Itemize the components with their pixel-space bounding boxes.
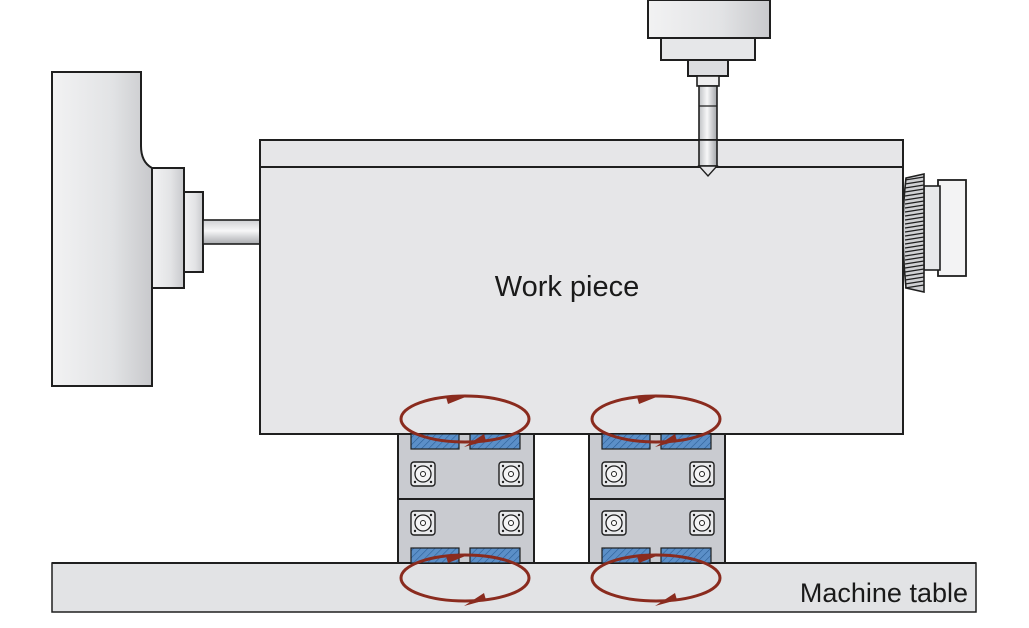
workpiece-label: Work piece <box>495 271 640 303</box>
square-screw-icon <box>601 461 627 487</box>
square-screw-icon <box>689 461 715 487</box>
vibration-arrow-top-left <box>399 394 531 447</box>
machine-table <box>51 562 977 613</box>
damper-column-right <box>588 433 726 564</box>
left-machine-head <box>51 71 204 387</box>
square-screw-icon <box>601 510 627 536</box>
damper-column-left <box>397 433 535 564</box>
square-screw-icon <box>498 461 524 487</box>
vibration-arrow-top-right <box>590 394 722 447</box>
square-screw-icon <box>410 510 436 536</box>
vibration-arrow-bottom-left <box>399 553 531 606</box>
right-face-mill <box>902 173 967 293</box>
machine-table-label: Machine table <box>800 578 968 608</box>
workpiece <box>259 139 904 435</box>
square-screw-icon <box>410 461 436 487</box>
square-screw-icon <box>689 510 715 536</box>
square-screw-icon <box>498 510 524 536</box>
vibration-arrow-bottom-right <box>590 553 722 606</box>
